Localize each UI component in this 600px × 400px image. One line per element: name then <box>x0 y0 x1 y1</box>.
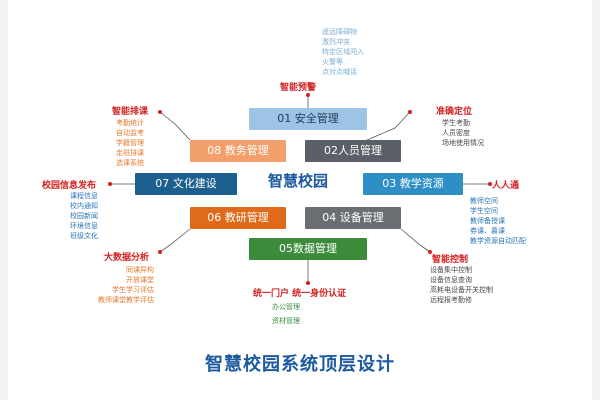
list-item: 券课、慕课 <box>470 227 505 235</box>
dot-portal <box>306 281 310 285</box>
list-item: 人员密度 <box>442 129 470 137</box>
list-item: 教师备授课 <box>470 217 505 225</box>
list-item: 走班排课 <box>116 149 144 157</box>
category-precise-location: 准确定位 <box>436 107 473 117</box>
list-unified-portal: 办公管理 资材管理 <box>272 300 300 328</box>
left-frame-strip <box>0 0 8 400</box>
list-item: 考勤统计 <box>116 119 144 127</box>
connector-schedule <box>159 111 191 141</box>
list-item: 学籍管理 <box>116 139 144 147</box>
right-frame-strip <box>592 0 600 400</box>
module-academic-affairs: 08 教务管理 <box>190 140 286 162</box>
dot-bigdata <box>158 250 162 254</box>
module-equipment-management: 04 设备管理 <box>305 207 401 229</box>
dot-control <box>428 250 432 254</box>
connector-bigdata <box>159 228 191 253</box>
list-item: 学生考勤 <box>442 119 470 127</box>
dot-publish <box>108 182 112 186</box>
list-item: 课程信息 <box>70 192 98 200</box>
module-data-management: 05数据管理 <box>249 238 367 260</box>
list-smart-scheduling: 考勤统计 自动监考 学籍管理 走班排课 选课系统 <box>116 118 144 168</box>
module-culture-building: 07 文化建设 <box>135 173 237 195</box>
list-item: 学生学习评估 <box>112 286 154 294</box>
list-big-data-analysis: 同课异构 开放课堂 学生学习评估 教师课堂教学评估 <box>88 265 154 305</box>
list-item: 自动监考 <box>116 129 144 137</box>
list-item: 教学资源自动匹配 <box>470 237 526 245</box>
module-personnel-management: 02人员管理 <box>305 140 401 162</box>
list-item: 设备信息查询 <box>430 276 472 284</box>
list-item: 校内通知 <box>70 202 98 210</box>
list-smart-control: 设备集中控制 设备信息查询 高耗电设备开关控制 远程报考勤修 <box>430 265 493 305</box>
list-item: 设备集中控制 <box>430 266 472 274</box>
module-research-management: 06 教研管理 <box>190 207 286 229</box>
list-item: 遥远障碍物 <box>322 28 357 36</box>
list-everyone-connected: 教师空间 学生空间 教师备授课 券课、慕课 教学资源自动匹配 <box>470 196 526 246</box>
center-title: 智慧校园 <box>267 172 328 190</box>
category-unified-portal: 统一门户 统一身份认证 <box>253 289 347 299</box>
list-item: 教师空间 <box>470 197 498 205</box>
page-title: 智慧校园系统顶层设计 <box>205 354 395 375</box>
dot-locate <box>408 110 412 114</box>
list-item: 点对点喊话 <box>322 68 357 76</box>
list-item: 激烈冲突 <box>322 38 350 46</box>
list-item: 班级文化 <box>70 232 98 240</box>
list-item: 校园新闻 <box>70 212 98 220</box>
module-safety-management: 01 安全管理 <box>249 108 367 130</box>
list-campus-info-publish: 课程信息 校内通知 校园新闻 环境信息 班级文化 <box>70 191 98 241</box>
dot-everyone <box>488 182 492 186</box>
list-item: 开放课堂 <box>126 276 154 284</box>
category-campus-info-publish: 校园信息发布 <box>42 181 97 191</box>
list-item: 高耗电设备开关控制 <box>430 286 493 294</box>
list-item: 教师课堂教学评估 <box>98 296 154 304</box>
list-item: 学生空间 <box>470 207 498 215</box>
connector-locate <box>366 111 411 141</box>
list-precise-location: 学生考勤 人员密度 场地使用情况 <box>442 118 484 148</box>
module-teaching-resources: 03 教学资源 <box>363 173 463 195</box>
list-smart-warning: 遥远障碍物 激烈冲突 特定区域闯入 火警等 点对点喊话 <box>322 27 364 77</box>
list-item: 选课系统 <box>116 159 144 167</box>
list-item: 特定区域闯入 <box>322 48 364 56</box>
list-item: 同课异构 <box>126 266 154 274</box>
category-big-data-analysis: 大数据分析 <box>104 253 150 263</box>
list-item: 办公管理 <box>272 303 300 311</box>
list-item: 火警等 <box>322 58 343 66</box>
dot-safety <box>306 93 310 97</box>
category-smart-warning: 智能预警 <box>280 83 317 93</box>
list-item: 场地使用情况 <box>442 139 484 147</box>
dot-schedule <box>158 110 162 114</box>
list-item: 环境信息 <box>70 222 98 230</box>
category-smart-control: 智能控制 <box>432 255 469 265</box>
connector-control <box>400 228 431 253</box>
list-item: 资材管理 <box>272 317 300 325</box>
category-smart-scheduling: 智能排课 <box>112 107 149 117</box>
category-everyone-connected: 人人通 <box>492 181 520 191</box>
list-item: 远程报考勤修 <box>430 296 472 304</box>
